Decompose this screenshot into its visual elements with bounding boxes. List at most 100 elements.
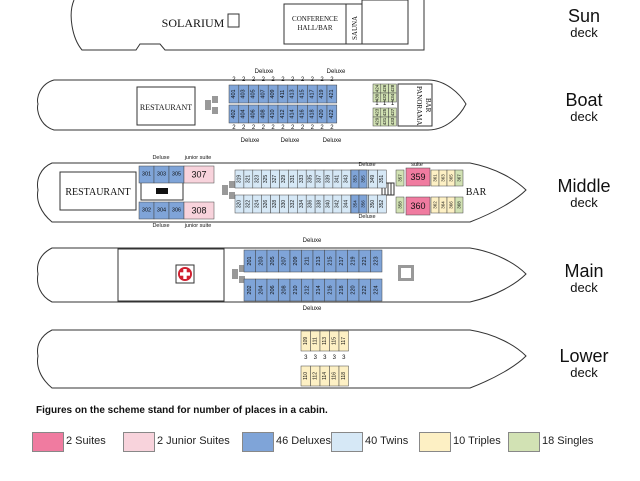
cabin-cell (370, 278, 383, 302)
deck-label-main: Main deck (528, 261, 640, 295)
places-count: 2 (242, 77, 246, 83)
cabin-number: 202 (247, 285, 253, 294)
places-count: 2 (301, 125, 305, 131)
cabin-cell (377, 169, 387, 189)
cabin-number: 207 (281, 256, 287, 265)
suite-label: suite (411, 162, 423, 168)
cabin-number: 219 (350, 256, 356, 265)
stairs-middle-icon (222, 181, 235, 199)
legend-label: 40 Twins (365, 435, 409, 447)
cabin-number: 366 (449, 201, 454, 209)
cabin-number: 357 (398, 174, 403, 182)
places-count: 2 (291, 77, 295, 83)
cabin-number: 209 (293, 256, 299, 265)
junior-suite-label: junior suite (184, 155, 212, 161)
deluxe-label: Deluxe (358, 162, 375, 168)
cabin-number: 402 (231, 109, 237, 118)
cabin-number: 116 (331, 372, 337, 380)
cabin-number: 301 (142, 172, 151, 178)
cabin-number: 342 (334, 200, 340, 209)
cabin-number: 362 (433, 201, 438, 209)
cabin-number: 221 (362, 256, 368, 265)
cabin-number: 363 (441, 174, 446, 182)
places-count: 2 (232, 77, 236, 83)
restaurant-middle-box (59, 171, 137, 211)
cabin-cell (326, 84, 338, 104)
places-count: 3 (314, 355, 318, 361)
cabin-number: 217 (339, 256, 345, 265)
cabin-cell (405, 167, 431, 187)
cabin-number: 417 (309, 89, 315, 98)
cabin-number: 433 (390, 117, 395, 125)
cabin-number: 364 (441, 201, 446, 209)
cabin-number: 206 (270, 285, 276, 294)
cabin-cell (338, 365, 349, 387)
cabin-number: 303 (157, 172, 166, 178)
cabin-number: 334 (299, 200, 305, 209)
sun-deck-plan: SOLARIUM CONFERENCE HALL/BAR SAUNA (70, 0, 425, 51)
restaurant-boat-label: RESTAURANT (140, 103, 192, 112)
places-count: 2 (291, 125, 295, 131)
deck-label-middle: Middle deck (528, 176, 640, 210)
cabin-number: 109 (303, 337, 309, 346)
places-note: Figures on the scheme stand for number o… (36, 405, 328, 416)
cabin-cell (377, 194, 387, 214)
cabin-number: 365 (449, 174, 454, 182)
cabin-number: 343 (343, 175, 349, 184)
cabin-number: 118 (341, 372, 347, 380)
cabin-number: 223 (373, 256, 379, 265)
cabin-number: 304 (157, 208, 166, 214)
places-count: 2 (262, 125, 266, 131)
cabin-cell (395, 196, 405, 214)
places-count: 2 (252, 125, 256, 131)
cabin-number: 320 (236, 200, 242, 209)
legend-label: 2 Suites (66, 435, 106, 447)
conference-label-line1: CONFERENCE (292, 15, 338, 23)
sauna-label: SAUNA (351, 16, 359, 40)
places-count: 2 (320, 125, 324, 131)
cabin-number: 434 (390, 93, 395, 101)
cabin-number: 328 (272, 200, 278, 209)
cabin-number: 212 (304, 285, 310, 294)
cabin-number: 201 (247, 256, 253, 265)
cabin-number: 324 (254, 200, 260, 209)
cabin-number: 426 (382, 84, 387, 92)
deluxe-label: Deluxe (255, 69, 274, 75)
places-count: 2 (271, 125, 275, 131)
cabin-number: 336 (308, 200, 314, 209)
places-count: 3 (323, 355, 327, 361)
places-count: 2 (271, 77, 275, 83)
cabin-number: 420 (319, 109, 325, 118)
cabin-number: 335 (308, 175, 314, 184)
cabin-number: 360 (410, 201, 425, 211)
cabin-number: 115 (331, 337, 337, 345)
cabin-cell (183, 165, 215, 184)
deck-label-sun: Sun deck (528, 6, 640, 40)
cabin-cell (370, 249, 383, 273)
places-count: 2 (301, 77, 305, 83)
places-count: 3 (304, 355, 308, 361)
cabin-number: 220 (350, 285, 356, 294)
cabin-number: 405 (251, 89, 257, 98)
sun-deck-room (361, 0, 409, 45)
places-count: 2 (311, 125, 315, 131)
panorama-bar-box (397, 83, 433, 127)
stairs-icon (205, 96, 218, 114)
cabin-number: 358 (398, 201, 403, 209)
cabin-number: 351 (379, 175, 385, 184)
cabin-number: 326 (263, 200, 269, 209)
places-count: 2 (311, 77, 315, 83)
cabin-number: 432 (382, 93, 387, 101)
deck-word: deck (570, 280, 598, 295)
cabin-number: 414 (290, 109, 296, 118)
cabin-number: 409 (270, 89, 276, 98)
cabin-number: 406 (251, 109, 257, 118)
solarium-icon-box (227, 13, 240, 28)
cabin-number: 367 (457, 174, 462, 182)
cabin-number: 213 (316, 256, 322, 265)
